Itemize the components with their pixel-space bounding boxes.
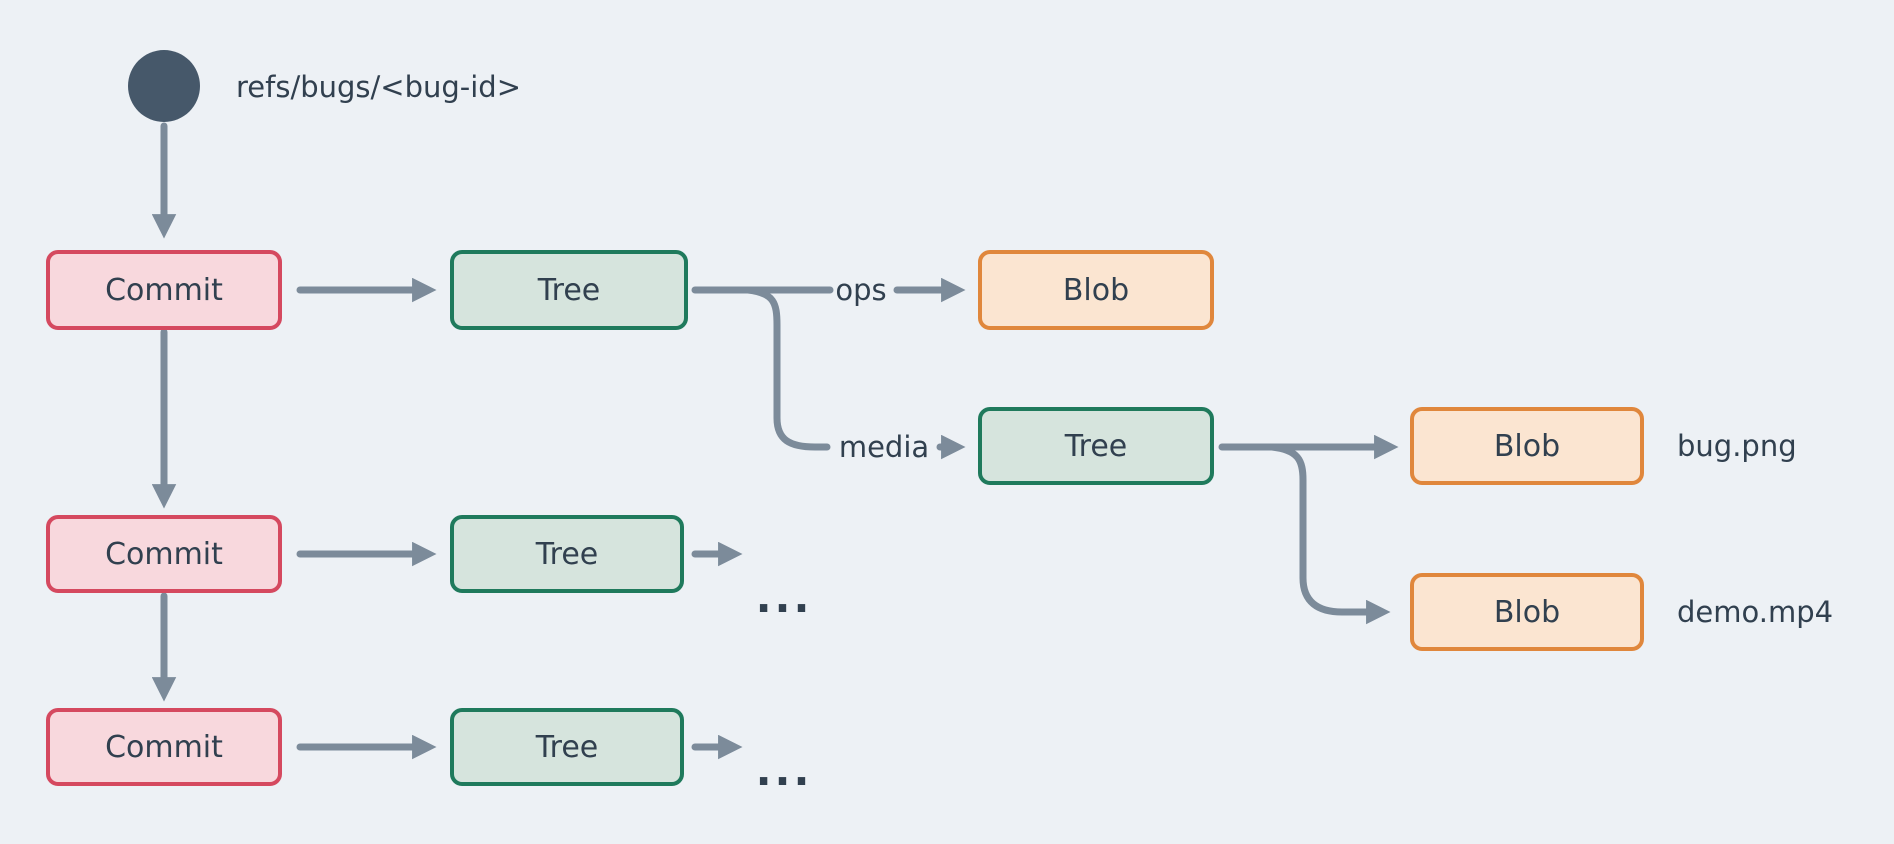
ref-label: refs/bugs/<bug-id>	[236, 70, 521, 104]
arrow-treemedia-branch-to-blobdemo	[1268, 443, 1391, 625]
edge-label-ops: ops	[835, 273, 886, 307]
ref-circle	[128, 50, 200, 122]
tree-node: Tree	[978, 407, 1214, 485]
tree-label: Tree	[535, 730, 599, 765]
commit-node: Commit	[46, 708, 282, 786]
tree-label: Tree	[537, 273, 601, 308]
file-label-demo-mp4: demo.mp4	[1677, 595, 1833, 629]
blob-label: Blob	[1063, 273, 1129, 308]
blob-node: Blob	[1410, 407, 1644, 485]
blob-node: Blob	[978, 250, 1214, 330]
tree-node: Tree	[450, 250, 688, 330]
tree-node: Tree	[450, 708, 684, 786]
file-label-bug-png: bug.png	[1677, 429, 1797, 463]
commit-label: Commit	[105, 537, 223, 572]
commit-node: Commit	[46, 250, 282, 330]
edge-tree1-branch-media	[744, 286, 831, 451]
tree-node: Tree	[450, 515, 684, 593]
edge-label-media: media	[839, 430, 929, 464]
blob-label: Blob	[1494, 595, 1560, 630]
blob-node: Blob	[1410, 573, 1644, 651]
tree-label: Tree	[1064, 429, 1128, 464]
ellipsis-mid: ...	[756, 573, 813, 622]
blob-label: Blob	[1494, 429, 1560, 464]
ellipsis-bottom: ...	[756, 746, 813, 795]
commit-label: Commit	[105, 730, 223, 765]
tree-label: Tree	[535, 537, 599, 572]
commit-label: Commit	[105, 273, 223, 308]
commit-node: Commit	[46, 515, 282, 593]
